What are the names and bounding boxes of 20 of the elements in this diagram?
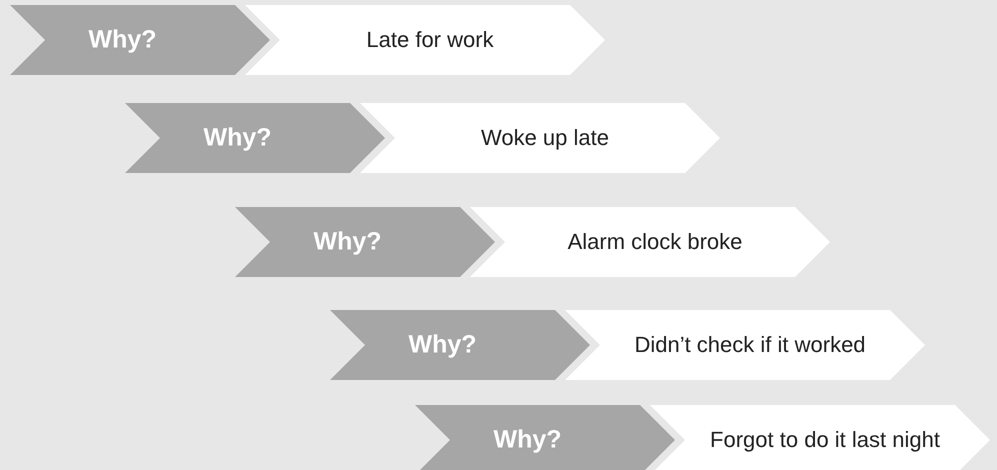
chevron-shape (330, 310, 590, 380)
question-label: Why? (87, 26, 158, 54)
question-label: Why? (312, 228, 383, 256)
question-label: Why? (407, 330, 478, 360)
chevron-shape (125, 103, 385, 173)
cause-label: Alarm clock broke (566, 229, 744, 255)
question-label: Why? (492, 426, 563, 454)
chevron-shape (235, 207, 495, 277)
chevron-shape (360, 103, 720, 173)
cause-label: Woke up late (480, 125, 610, 151)
chevron-shape (470, 207, 830, 277)
cause-label: Late for work (365, 27, 495, 53)
chevron-shape (245, 5, 605, 75)
cause-label: Forgot to do it last night (709, 427, 941, 453)
question-label: Why? (202, 124, 273, 152)
chevron-shape (565, 310, 925, 380)
chevron-shape (10, 5, 270, 75)
chevron-shape (415, 405, 675, 470)
cause-label: Didn’t check if it worked (633, 332, 867, 358)
chevron-shape (650, 405, 990, 470)
